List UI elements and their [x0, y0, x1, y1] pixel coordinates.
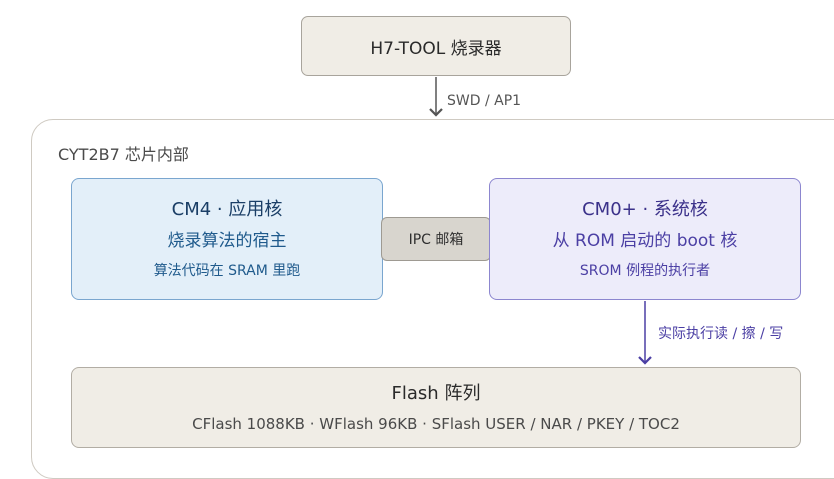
flash-access-label: 实际执行读 / 擦 / 写	[658, 326, 784, 342]
swd-label: SWD / AP1	[447, 93, 522, 109]
programmer-box: H7-TOOL 烧录器	[301, 16, 571, 76]
flash-title: Flash 阵列	[391, 382, 481, 404]
ipc-mailbox-box: IPC 邮箱	[381, 217, 491, 261]
cm0-title: CM0+ · 系统核	[582, 198, 708, 220]
cm4-note: 算法代码在 SRAM 里跑	[153, 262, 301, 279]
cm0-note: SROM 例程的执行者	[579, 262, 711, 279]
flash-details: CFlash 1088KB · WFlash 96KB · SFlash USE…	[192, 414, 680, 433]
cm4-title: CM4 · 应用核	[171, 198, 283, 220]
cm0-core-box: CM0+ · 系统核 从 ROM 启动的 boot 核 SROM 例程的执行者	[489, 178, 801, 300]
flash-array-box: Flash 阵列 CFlash 1088KB · WFlash 96KB · S…	[71, 367, 801, 448]
cm4-role: 烧录算法的宿主	[167, 230, 287, 251]
ipc-label: IPC 邮箱	[408, 232, 464, 248]
cm0-role: 从 ROM 启动的 boot 核	[552, 230, 738, 251]
chip-label: CYT2B7 芯片内部	[58, 145, 189, 164]
cm4-core-box: CM4 · 应用核 烧录算法的宿主 算法代码在 SRAM 里跑	[71, 178, 383, 300]
programmer-title: H7-TOOL 烧录器	[370, 38, 502, 59]
